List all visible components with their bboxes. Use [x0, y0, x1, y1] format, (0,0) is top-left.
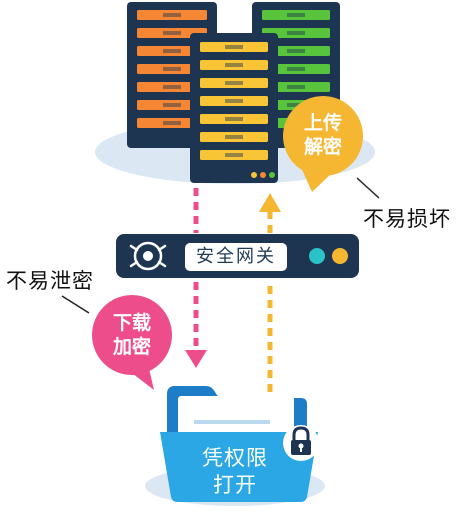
- right-rack-slot-handle: [287, 85, 305, 89]
- left-rack-slot-handle: [163, 121, 181, 125]
- right-rack-slot-handle: [287, 67, 305, 71]
- center-rack-slot: [200, 114, 268, 124]
- upload-bubble-line1: 上传: [303, 112, 342, 134]
- left-rack-slot-handle: [163, 85, 181, 89]
- left-rack-slot-handle: [163, 49, 181, 53]
- right-rack-slot-handle: [287, 49, 305, 53]
- gateway-logo-icon: [129, 241, 167, 271]
- leak-pointer-line: [61, 295, 90, 314]
- folder-icon: [160, 386, 318, 502]
- right-rack-slot: [262, 28, 330, 38]
- left-rack-slot: [137, 10, 207, 20]
- center-rack-slot-handle: [225, 117, 243, 121]
- damage-pointer-line: [356, 177, 380, 199]
- center-rack-slot-handle: [225, 99, 243, 103]
- folder-label: 凭权限 打开: [180, 445, 290, 499]
- download-bubble-line2: 加密: [112, 336, 151, 358]
- center-rack-slot: [200, 132, 268, 142]
- gateway-status-dot-teal: [309, 248, 325, 264]
- upload-bubble-line2: 解密: [303, 136, 342, 158]
- left-rack-slot-handle: [163, 13, 181, 17]
- lock-icon: [283, 425, 319, 461]
- left-rack-slot: [137, 100, 207, 110]
- right-rack-slot: [262, 82, 330, 92]
- center-rack-slot-handle: [225, 153, 243, 157]
- gateway-label: 安全网关: [185, 243, 287, 271]
- center-rack-slot: [200, 60, 268, 70]
- right-rack-slot: [262, 10, 330, 20]
- left-rack-slot: [137, 28, 207, 38]
- left-rack-slot: [137, 64, 207, 74]
- center-rack-slot: [200, 150, 268, 160]
- download-bubble: [92, 295, 172, 390]
- right-rack-slot-handle: [287, 13, 305, 17]
- center-rack-slot: [200, 96, 268, 106]
- left-rack-slot-handle: [163, 103, 181, 107]
- left-rack-slot: [137, 118, 207, 128]
- download-bubble-line1: 下载: [112, 312, 151, 334]
- right-rack-slot: [262, 64, 330, 74]
- center-rack-slot-handle: [225, 81, 243, 85]
- upload-bubble: [283, 96, 363, 192]
- folder-label-line2: 打开: [213, 473, 257, 497]
- left-rack-slot-handle: [163, 31, 181, 35]
- left-rack-slot-handle: [163, 67, 181, 71]
- center-rack-slot-handle: [225, 45, 243, 49]
- folder-label-line1: 凭权限: [202, 446, 268, 470]
- right-rack-slot-handle: [287, 31, 305, 35]
- left-rack-slot: [137, 82, 207, 92]
- upload-bubble-label: 上传 解密: [293, 111, 353, 159]
- right-rack-slot-handle: [287, 103, 305, 107]
- left-rack-slot: [137, 46, 207, 56]
- gateway-status-dot-yellow: [332, 248, 348, 264]
- download-bubble-label: 下载 加密: [102, 311, 162, 359]
- center-rack-slot-handle: [225, 63, 243, 67]
- upload-arrowhead: [259, 193, 281, 212]
- center-rack-slot: [200, 42, 268, 52]
- download-arrowhead: [185, 350, 207, 368]
- hard-to-damage-label: 不易损坏: [363, 207, 451, 231]
- center-rack-slot: [200, 78, 268, 88]
- center-rack-slot-handle: [225, 135, 243, 139]
- server-rack-center: [190, 33, 278, 183]
- right-rack-slot: [262, 46, 330, 56]
- hard-to-leak-label: 不易泄密: [6, 269, 94, 293]
